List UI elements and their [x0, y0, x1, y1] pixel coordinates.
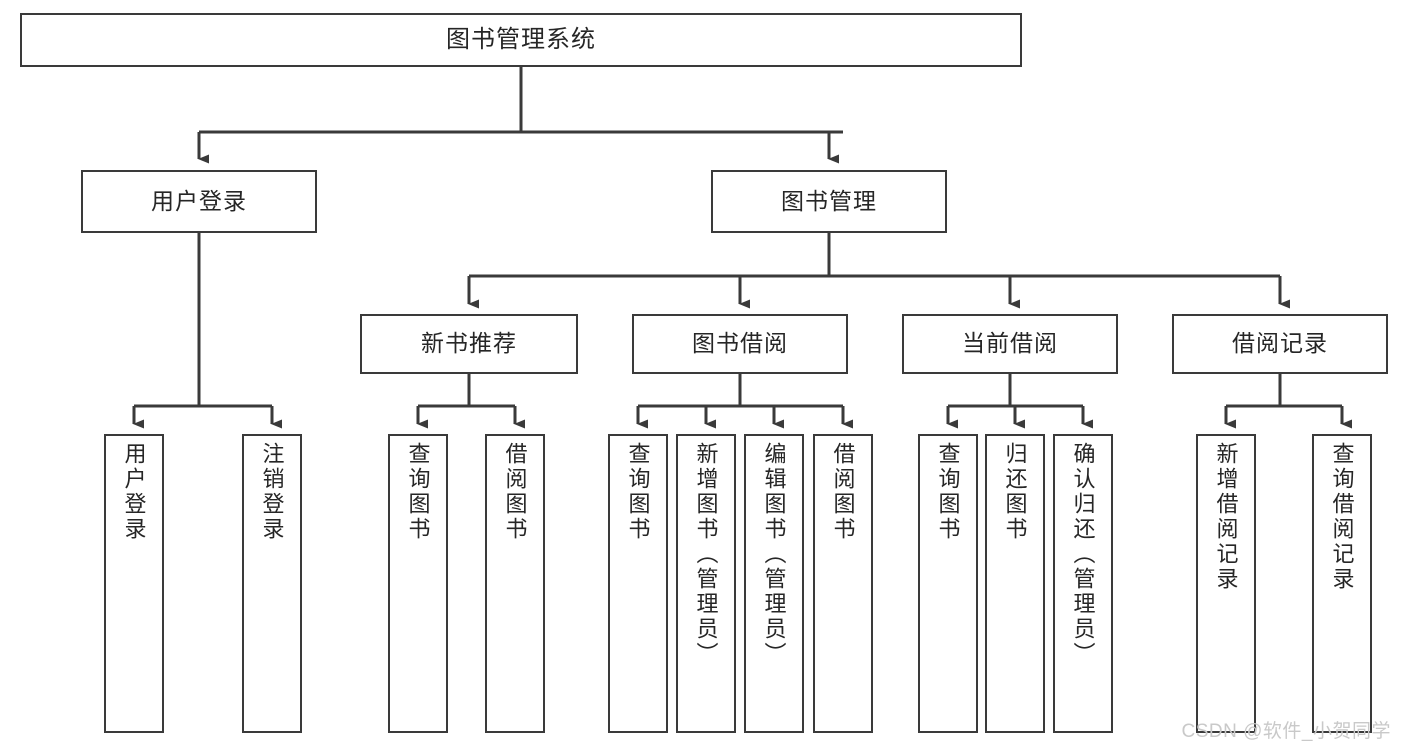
- node-label: 图书管理系统: [446, 25, 596, 53]
- watermark-text: CSDN @软件_小贺同学: [1181, 721, 1391, 742]
- node-label: 编辑图书（管理员）: [761, 442, 787, 667]
- node-leaf-2[interactable]: 注销登录: [242, 434, 302, 733]
- node-leaf-12[interactable]: 新增借阅记录: [1196, 434, 1256, 733]
- node-leaf-4[interactable]: 借阅图书: [485, 434, 545, 733]
- node-label: 查询图书: [405, 442, 431, 542]
- node-label: 当前借阅: [962, 330, 1058, 357]
- node-leaf-1[interactable]: 用户登录: [104, 434, 164, 733]
- node-label: 图书管理: [781, 187, 877, 214]
- node-root-book-management-system[interactable]: 图书管理系统: [20, 13, 1022, 67]
- node-label: 新增图书（管理员）: [693, 442, 719, 667]
- node-label: 图书借阅: [692, 330, 788, 357]
- node-label: 新增借阅记录: [1213, 442, 1239, 592]
- node-leaf-13[interactable]: 查询借阅记录: [1312, 434, 1372, 733]
- node-leaf-7[interactable]: 编辑图书（管理员）: [744, 434, 804, 733]
- node-label: 查询图书: [935, 442, 961, 542]
- node-level3-2[interactable]: 图书借阅: [632, 314, 848, 374]
- node-label: 用户登录: [121, 442, 147, 542]
- node-label: 查询图书: [625, 442, 651, 542]
- node-label: 新书推荐: [421, 330, 517, 357]
- node-level3-3[interactable]: 当前借阅: [902, 314, 1118, 374]
- node-leaf-10[interactable]: 归还图书: [985, 434, 1045, 733]
- node-leaf-9[interactable]: 查询图书: [918, 434, 978, 733]
- node-level3-4[interactable]: 借阅记录: [1172, 314, 1388, 374]
- node-leaf-3[interactable]: 查询图书: [388, 434, 448, 733]
- node-label: 查询借阅记录: [1329, 442, 1355, 592]
- node-leaf-6[interactable]: 新增图书（管理员）: [676, 434, 736, 733]
- node-level2-1[interactable]: 用户登录: [81, 170, 317, 233]
- node-label: 用户登录: [151, 187, 247, 214]
- node-label: 借阅图书: [502, 442, 528, 542]
- node-level3-1[interactable]: 新书推荐: [360, 314, 578, 374]
- node-label: 确认归还（管理员）: [1070, 442, 1096, 667]
- node-label: 借阅图书: [830, 442, 856, 542]
- node-label: 归还图书: [1002, 442, 1028, 542]
- node-leaf-11[interactable]: 确认归还（管理员）: [1053, 434, 1113, 733]
- node-label: 借阅记录: [1232, 330, 1328, 357]
- node-leaf-5[interactable]: 查询图书: [608, 434, 668, 733]
- node-label: 注销登录: [259, 442, 285, 542]
- node-level2-2[interactable]: 图书管理: [711, 170, 947, 233]
- node-leaf-8[interactable]: 借阅图书: [813, 434, 873, 733]
